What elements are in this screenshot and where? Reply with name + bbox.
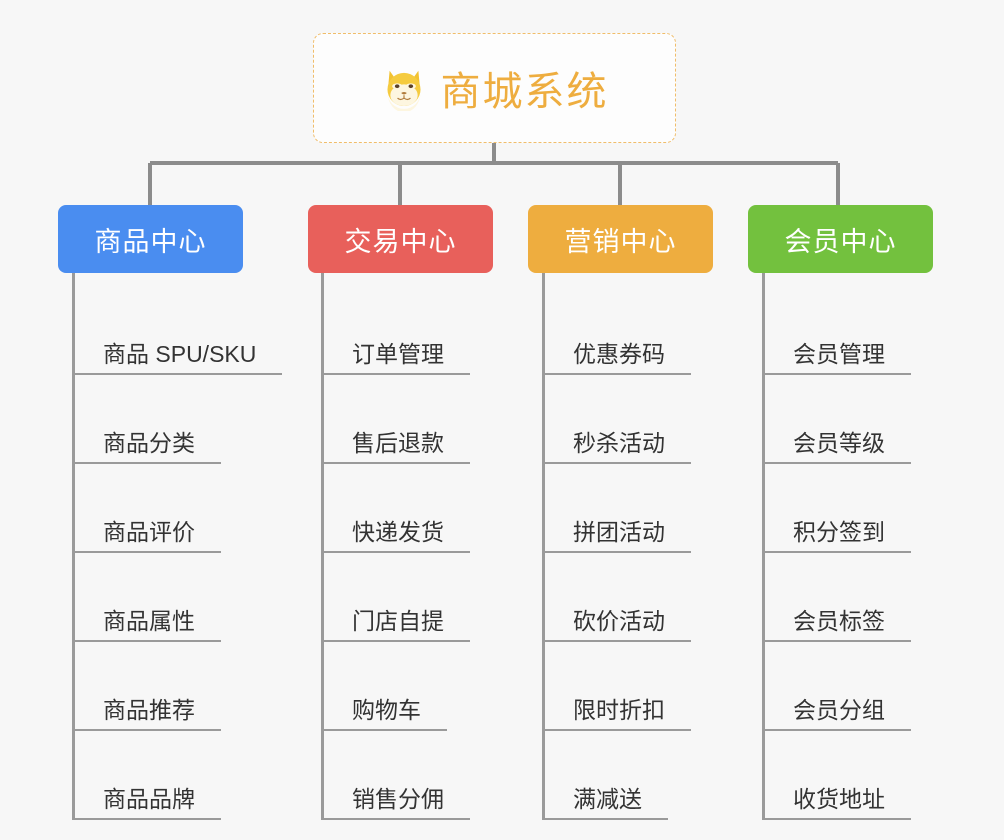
leaf-item[interactable]: 商品推荐 [73, 642, 303, 731]
leaf-item[interactable]: 销售分佣 [322, 731, 552, 820]
leaf-label: 门店自提 [322, 608, 470, 642]
leaf-label: 会员标签 [763, 608, 911, 642]
branch-label-3: 营销中心 [564, 226, 677, 257]
root-title: 商城系统 [440, 70, 609, 114]
leaf-column-4: 会员管理 会员等级 积分签到 会员标签 会员分组 收货地址 [763, 286, 993, 820]
leaf-item[interactable]: 会员管理 [763, 286, 993, 375]
leaf-label: 售后退款 [322, 430, 470, 464]
root-node[interactable]: 商城系统 [313, 33, 676, 143]
leaf-item[interactable]: 门店自提 [322, 553, 552, 642]
leaf-label: 限时折扣 [543, 697, 691, 731]
leaf-item[interactable]: 订单管理 [322, 286, 552, 375]
leaf-label: 订单管理 [322, 341, 470, 375]
leaf-label: 商品 SPU/SKU [73, 341, 283, 375]
leaf-item[interactable]: 购物车 [322, 642, 552, 731]
dog-face-icon [381, 65, 427, 111]
leaf-label: 会员管理 [763, 341, 911, 375]
leaf-item[interactable]: 秒杀活动 [543, 375, 773, 464]
branch-node-1[interactable]: 商品中心 [58, 205, 243, 273]
leaf-item[interactable]: 限时折扣 [543, 642, 773, 731]
leaf-item[interactable]: 商品属性 [73, 553, 303, 642]
leaf-label: 满减送 [543, 786, 668, 820]
leaf-item[interactable]: 商品品牌 [73, 731, 303, 820]
leaf-label: 拼团活动 [543, 519, 691, 553]
branch-node-4[interactable]: 会员中心 [748, 205, 933, 273]
branch-label-4: 会员中心 [784, 226, 897, 257]
leaf-label: 会员分组 [763, 697, 911, 731]
leaf-item[interactable]: 满减送 [543, 731, 773, 820]
leaf-item[interactable]: 砍价活动 [543, 553, 773, 642]
branch-node-2[interactable]: 交易中心 [308, 205, 493, 273]
leaf-label: 优惠券码 [543, 341, 691, 375]
leaf-item[interactable]: 优惠券码 [543, 286, 773, 375]
leaf-label: 快递发货 [322, 519, 470, 553]
branch-label-1: 商品中心 [94, 226, 207, 257]
leaf-label: 购物车 [322, 697, 447, 731]
leaf-item[interactable]: 拼团活动 [543, 464, 773, 553]
leaf-label: 砍价活动 [543, 608, 691, 642]
branch-label-2: 交易中心 [344, 226, 457, 257]
leaf-column-2: 订单管理 售后退款 快递发货 门店自提 购物车 销售分佣 [322, 286, 552, 820]
leaf-item[interactable]: 会员等级 [763, 375, 993, 464]
leaf-item[interactable]: 快递发货 [322, 464, 552, 553]
leaf-item[interactable]: 积分签到 [763, 464, 993, 553]
leaf-item[interactable]: 会员标签 [763, 553, 993, 642]
leaf-column-1: 商品 SPU/SKU 商品分类 商品评价 商品属性 商品推荐 商品品牌 [73, 286, 303, 820]
leaf-column-3: 优惠券码 秒杀活动 拼团活动 砍价活动 限时折扣 满减送 [543, 286, 773, 820]
leaf-label: 商品属性 [73, 608, 221, 642]
leaf-item[interactable]: 收货地址 [763, 731, 993, 820]
leaf-item[interactable]: 会员分组 [763, 642, 993, 731]
leaf-label: 秒杀活动 [543, 430, 691, 464]
branch-node-3[interactable]: 营销中心 [528, 205, 713, 273]
leaf-label: 积分签到 [763, 519, 911, 553]
leaf-item[interactable]: 商品 SPU/SKU [73, 286, 303, 375]
leaf-label: 销售分佣 [322, 786, 470, 820]
leaf-label: 商品评价 [73, 519, 221, 553]
leaf-item[interactable]: 售后退款 [322, 375, 552, 464]
leaf-label: 商品品牌 [73, 786, 221, 820]
leaf-label: 会员等级 [763, 430, 911, 464]
leaf-item[interactable]: 商品评价 [73, 464, 303, 553]
leaf-label: 收货地址 [763, 786, 911, 820]
leaf-label: 商品分类 [73, 430, 221, 464]
leaf-item[interactable]: 商品分类 [73, 375, 303, 464]
leaf-label: 商品推荐 [73, 697, 221, 731]
